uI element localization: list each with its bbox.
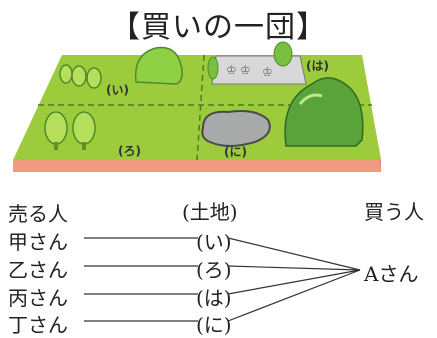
land-2: (ろ) [196,258,232,282]
crown-icon: ♔ [240,63,251,77]
divider-vertical [196,54,205,161]
diagram-title: 【買いの一団】 [110,10,327,45]
tree-icon [72,111,96,145]
line-buyer-1 [227,237,361,271]
land-1: (い) [196,230,232,254]
tree-icon [44,111,68,145]
connection-lines [84,237,361,322]
tree-icon [86,67,102,89]
seller-4: 丁さん [8,313,68,337]
seller-1: 甲さん [8,230,68,254]
tree-icon [71,65,87,87]
trunk [82,142,86,150]
bush-icon [134,46,183,85]
header-sellers: 売る人 [8,202,68,226]
trunk [54,142,58,150]
buyer-name: Aさん [364,262,419,286]
plot-label-ni: (に) [224,145,247,159]
land-3: (は) [196,286,232,310]
tree-icon [207,56,219,80]
plot-label-ha: (は) [306,59,329,73]
header-buyer: 買う人 [364,200,424,224]
seller-2: 乙さん [8,258,68,282]
tree-icon [273,41,293,67]
header-land: (土地) [182,200,238,224]
large-bush-icon [284,77,364,147]
board-front-edge [13,160,381,172]
pond [201,110,271,147]
bush-highlight [298,93,323,105]
seller-3: 丙さん [8,286,68,310]
land-4: (に) [196,313,232,337]
line-buyer-4 [227,269,361,322]
plot-label-ro: (ろ) [118,144,141,158]
plot-label-i: (い) [106,83,129,97]
crown-icon: ♔ [226,63,237,77]
line-buyer-3 [227,269,361,295]
line-buyer-2 [227,265,361,271]
crown-icon: ♔ [262,65,273,79]
tree-icon [59,64,73,84]
